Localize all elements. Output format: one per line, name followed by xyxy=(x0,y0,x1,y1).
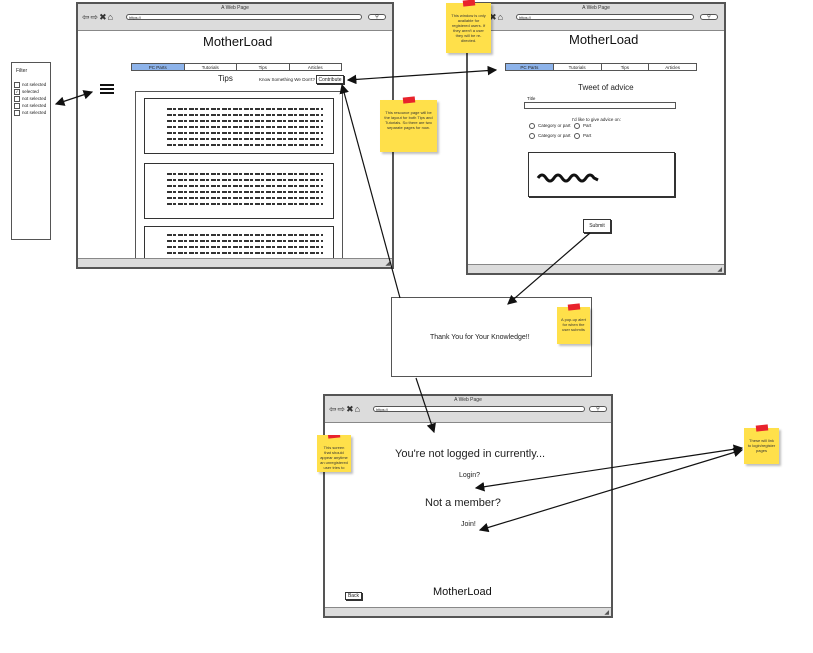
radio-option[interactable]: Part xyxy=(574,133,591,139)
window-title: A Web Page xyxy=(582,5,610,11)
filter-panel: Filter not selected ✓selected not select… xyxy=(11,62,51,240)
tab-articles[interactable]: Articles xyxy=(665,65,680,70)
url-field[interactable]: https:// xyxy=(373,406,585,412)
resize-grip-icon[interactable]: ◢ xyxy=(717,267,722,273)
pin-icon xyxy=(327,435,341,439)
popup-message: Thank You for Your Knowledge!! xyxy=(430,334,530,341)
nav-buttons-icon[interactable]: ⇦⇨✖⌂ xyxy=(329,404,362,414)
not-logged-in-heading: You're not logged in currently... xyxy=(395,448,546,460)
tab-tips[interactable]: Tips xyxy=(602,64,650,70)
pin-icon xyxy=(567,303,580,311)
advice-browser-window: A Web Page ⇦⇨✖⌂ https:// ⚲ MotherLoad PC… xyxy=(466,2,726,275)
filter-item[interactable]: not selected xyxy=(14,102,46,109)
tab-articles[interactable]: Articles xyxy=(307,65,323,70)
radio-icon[interactable] xyxy=(574,133,580,139)
brand-footer: MotherLoad xyxy=(433,586,492,598)
filter-item[interactable]: not selected xyxy=(14,109,46,116)
submit-button[interactable]: Submit xyxy=(583,219,611,233)
nav-tabs: PC Parts Tutorials Tips Articles xyxy=(505,63,697,71)
handwriting-scribble-icon xyxy=(536,173,599,183)
search-icon[interactable]: ⚲ xyxy=(700,14,718,20)
sticky-note-registered: This window is only available for regist… xyxy=(446,0,491,53)
tab-tutorials[interactable]: Tutorials xyxy=(185,64,237,70)
advice-prompt: I'd like to give advice on: xyxy=(572,117,621,122)
checkbox-icon[interactable] xyxy=(14,109,20,116)
tab-pc-parts[interactable]: PC Parts xyxy=(506,64,554,70)
window-title: A Web Page xyxy=(454,397,482,403)
advice-textarea[interactable] xyxy=(528,152,675,197)
radio-option[interactable]: Part xyxy=(574,123,591,129)
status-bar: ◢ xyxy=(78,258,392,267)
title-input[interactable] xyxy=(524,102,676,109)
member-heading: Not a member? xyxy=(425,497,501,509)
content-frame xyxy=(135,91,343,261)
filter-title: Filter xyxy=(16,68,28,74)
radio-option[interactable]: Category or part xyxy=(529,123,571,129)
radio-option[interactable]: Category or part xyxy=(529,133,571,139)
checkbox-checked-icon[interactable]: ✓ xyxy=(14,88,20,95)
page-heading: Tips xyxy=(218,74,233,83)
filter-list: not selected ✓selected not selected not … xyxy=(14,81,46,116)
search-icon[interactable]: ⚲ xyxy=(368,14,386,20)
advice-heading: Tweet of advice xyxy=(578,83,634,92)
brand-title: MotherLoad xyxy=(569,32,639,47)
sticky-note-popup: A pop-up alert for when the user submits xyxy=(557,303,590,344)
url-field[interactable]: https:// xyxy=(516,14,694,20)
contribute-prompt: Know Something We Don't? xyxy=(259,77,316,82)
checkbox-icon[interactable] xyxy=(14,81,20,88)
hamburger-menu-icon[interactable] xyxy=(100,84,114,94)
nav-buttons-icon[interactable]: ⇦⇨✖⌂ xyxy=(82,12,115,22)
browser-toolbar: A Web Page ⇦⇨✖⌂ https:// ⚲ xyxy=(78,4,392,31)
nav-tabs: PC Parts Tutorials Tips Articles xyxy=(131,63,342,71)
window-title: A Web Page xyxy=(221,5,249,11)
search-icon[interactable]: ⚲ xyxy=(589,406,607,412)
radio-icon[interactable] xyxy=(574,123,580,129)
tip-card[interactable] xyxy=(144,163,334,219)
contribute-button[interactable]: Contribute xyxy=(316,75,344,84)
status-bar: ◢ xyxy=(325,607,611,616)
tab-pc-parts[interactable]: PC Parts xyxy=(132,64,185,70)
resize-grip-icon[interactable]: ◢ xyxy=(385,261,390,267)
radio-icon[interactable] xyxy=(529,133,535,139)
title-label: Title xyxy=(527,96,536,101)
status-bar: ◢ xyxy=(468,264,724,273)
sticky-note-resource: This resource page will be the layout fo… xyxy=(380,96,437,152)
main-browser-window: A Web Page ⇦⇨✖⌂ https:// ⚲ MotherLoad PC… xyxy=(76,2,394,269)
pin-icon xyxy=(755,424,768,432)
brand-title: MotherLoad xyxy=(203,34,273,49)
join-link[interactable]: Join! xyxy=(461,521,476,528)
checkbox-icon[interactable] xyxy=(14,102,20,109)
tip-card[interactable] xyxy=(144,226,334,260)
browser-toolbar: A Web Page ⇦⇨✖⌂ https:// ⚲ xyxy=(325,396,611,423)
tab-tutorials[interactable]: Tutorials xyxy=(554,64,602,70)
tab-tips[interactable]: Tips xyxy=(237,64,290,70)
filter-item[interactable]: not selected xyxy=(14,81,46,88)
url-field[interactable]: https:// xyxy=(126,14,362,20)
back-button[interactable]: Back xyxy=(345,592,362,600)
pin-icon xyxy=(402,96,415,104)
filter-item[interactable]: ✓selected xyxy=(14,88,39,95)
login-browser-window: A Web Page ⇦⇨✖⌂ https:// ⚲ You're not lo… xyxy=(323,394,613,618)
sticky-note-login-register: These will link to login/register pages xyxy=(744,424,779,464)
browser-toolbar: A Web Page ⇦⇨✖⌂ https:// ⚲ xyxy=(468,4,724,31)
pin-icon xyxy=(462,0,475,7)
checkbox-icon[interactable] xyxy=(14,95,20,102)
radio-icon[interactable] xyxy=(529,123,535,129)
login-link[interactable]: Login? xyxy=(459,472,481,479)
resize-grip-icon[interactable]: ◢ xyxy=(604,610,609,616)
filter-item[interactable]: not selected xyxy=(14,95,46,102)
sticky-note-unregistered: This screen that should appear anytime a… xyxy=(317,435,351,472)
tip-card[interactable] xyxy=(144,98,334,154)
